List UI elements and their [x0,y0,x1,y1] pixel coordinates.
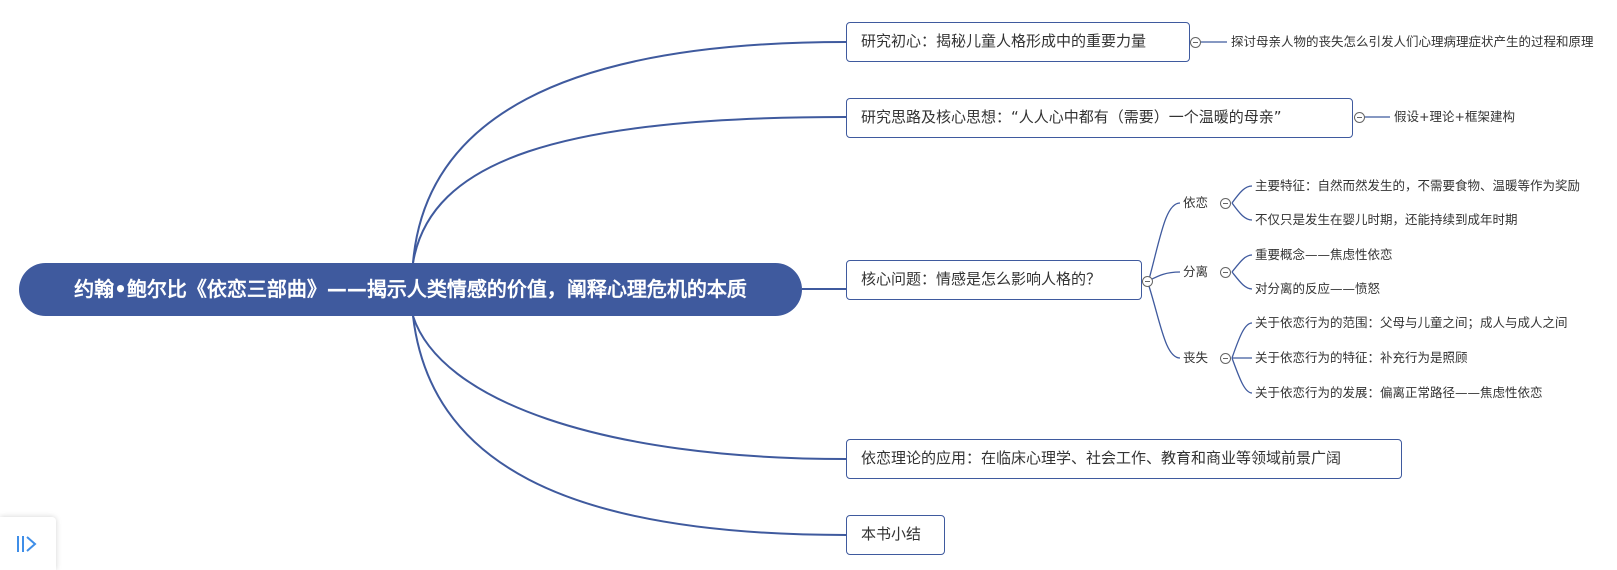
collapse-icon[interactable] [1220,267,1231,278]
leaf-loss-3[interactable]: 关于依恋行为的发展：偏离正常路径——焦虑性依恋 [1255,385,1543,400]
edge-core-yilian [1147,202,1181,284]
branch-research-approach[interactable]: 研究思路及核心思想：“人人心中都有（需要）一个温暖的母亲” [846,98,1353,138]
panel-expand-icon [17,536,37,552]
collapse-icon[interactable] [1220,198,1231,209]
edge-yilian-2 [1231,202,1253,221]
leaf-attachment-1[interactable]: 主要特征：自然而然发生的，不需要食物、温暖等作为奖励 [1255,178,1581,193]
collapse-icon[interactable] [1354,112,1365,123]
edge-root-branch-5 [412,315,847,536]
edge-yilian-1 [1231,185,1253,204]
leaf-loss-2[interactable]: 关于依恋行为的特征：补充行为是照顾 [1255,350,1468,365]
edge-sangshi-3 [1231,357,1253,394]
branch-core-question[interactable]: 核心问题：情感是怎么影响人格的？ [846,260,1142,300]
branch-research-intent[interactable]: 研究初心：揭秘儿童人格形成中的重要力量 [846,22,1190,62]
collapse-icon[interactable] [1190,37,1201,48]
edge-core-sangshi [1147,282,1181,359]
leaf-attachment-2[interactable]: 不仅只是发生在婴儿时期，还能持续到成年时期 [1255,212,1518,227]
group-loss[interactable]: 丧失 [1183,350,1209,365]
leaf-loss-1[interactable]: 关于依恋行为的范围：父母与儿童之间；成人与成人之间 [1255,315,1568,330]
edge-root-branch-2 [412,116,847,264]
collapse-icon[interactable] [1220,353,1231,364]
branch-theory-application[interactable]: 依恋理论的应用：在临床心理学、社会工作、教育和商业等领域前景广阔 [846,439,1402,479]
edge-root-branch-4 [412,315,847,460]
group-separation[interactable]: 分离 [1183,264,1209,279]
leaf-separation-1[interactable]: 重要概念——焦虑性依恋 [1255,247,1393,262]
leaf-research-intent[interactable]: 探讨母亲人物的丧失怎么引发人们心理病理症状产生的过程和原理 [1231,34,1594,49]
leaf-separation-2[interactable]: 对分离的反应——愤怒 [1255,281,1381,296]
edge-fenli-1 [1231,254,1253,273]
branch-summary[interactable]: 本书小结 [846,515,945,555]
edge-sangshi-1 [1231,322,1253,359]
group-attachment[interactable]: 依恋 [1183,195,1209,210]
edge-fenli-2 [1231,271,1253,290]
collapse-icon[interactable] [1142,276,1153,287]
edge-root-branch-1 [412,41,847,264]
leaf-research-approach[interactable]: 假设+理论+框架建构 [1394,109,1515,124]
sidebar-toggle-button[interactable] [0,517,56,570]
root-topic[interactable]: 约翰•鲍尔比《依恋三部曲》——揭示人类情感的价值，阐释心理危机的本质 [19,263,802,316]
